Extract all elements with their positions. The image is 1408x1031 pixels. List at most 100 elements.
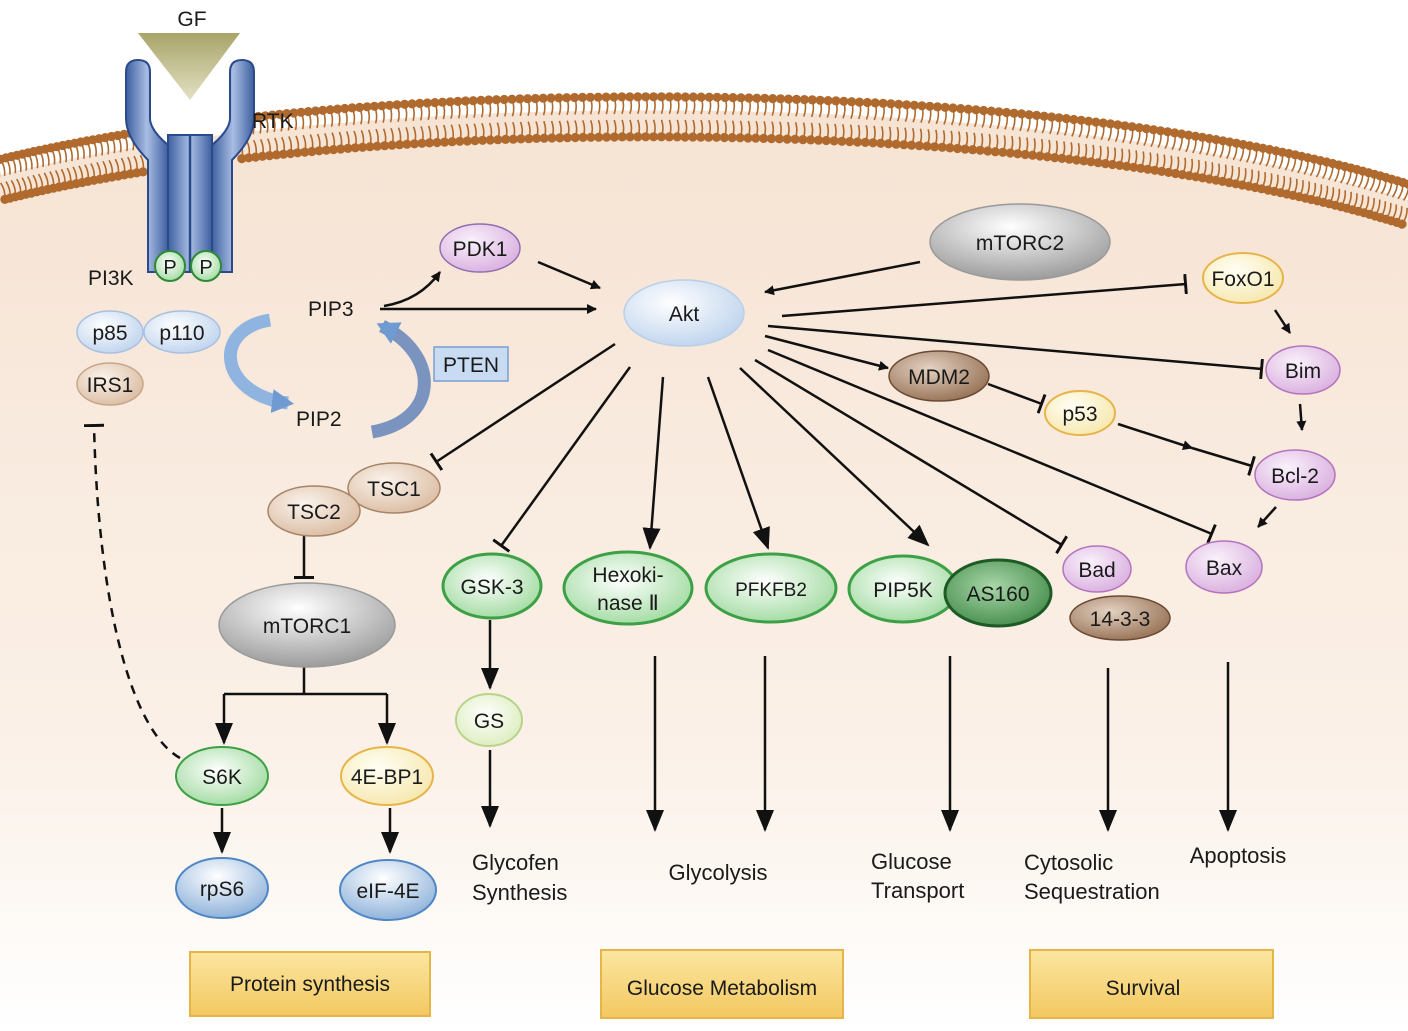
lipid-tail: [1322, 185, 1329, 203]
lipid-tail: [139, 154, 145, 173]
lipid-tail: [293, 112, 298, 131]
svg-text:Glucose Metabolism: Glucose Metabolism: [627, 977, 817, 1000]
lipid-tail: [0, 182, 6, 200]
lipid-tail: [684, 96, 688, 115]
pten-label: PTEN: [443, 354, 499, 377]
svg-text:4E-BP1: 4E-BP1: [351, 766, 423, 789]
lipid-tail: [1351, 193, 1358, 211]
lipid-tail: [21, 153, 28, 171]
lipid-tail: [996, 111, 1001, 130]
edge-akt-hexokinase: [642, 376, 665, 550]
lipid-tail: [1215, 163, 1221, 181]
svg-text:mTORC2: mTORC2: [976, 232, 1064, 255]
pip2-to-pip3-arrow: [370, 320, 431, 439]
lipid-tail: [16, 154, 22, 172]
lipid-tail: [481, 123, 485, 141]
lipid-tail: [1252, 146, 1258, 165]
lipid-tail: [1107, 123, 1112, 142]
node-bcl2: Bcl-2: [1254, 449, 1336, 501]
lipid-tail: [771, 98, 775, 116]
lipid-tail: [49, 171, 55, 189]
lipid-tail: [613, 96, 617, 115]
lipid-tail: [676, 119, 680, 138]
svg-text:14-3-3: 14-3-3: [1090, 608, 1151, 631]
lipid-tail: [351, 107, 356, 126]
svg-text:nase Ⅱ: nase Ⅱ: [597, 592, 659, 615]
lipid-tail: [1363, 172, 1370, 190]
lipid-tail: [1111, 147, 1117, 165]
lipid-tail: [1083, 143, 1088, 162]
lipid-tail: [1125, 149, 1131, 167]
node-bax: Bax: [1185, 540, 1263, 594]
lipid-tail: [373, 105, 378, 124]
edge-p53-bcl2-b: [1191, 446, 1256, 476]
lipid-tail: [1061, 141, 1066, 159]
outcome-glycolysis: Glycolysis: [668, 860, 767, 885]
lipid-tail: [80, 141, 85, 159]
lipid-tail: [987, 133, 991, 152]
lipid-tail: [86, 140, 91, 158]
node-14-3-3: 14-3-3: [1069, 595, 1171, 641]
svg-text:PIP5K: PIP5K: [873, 579, 933, 602]
lipid-tail: [964, 131, 969, 150]
lipid-tail: [1402, 184, 1408, 201]
lipid-tail: [1192, 136, 1197, 154]
lipid-tail: [381, 105, 385, 123]
edge-akt-bad: [754, 358, 1069, 555]
lipid-tail: [971, 132, 976, 151]
lipid-tail: [597, 119, 601, 138]
lipid-tail: [295, 135, 300, 153]
node-p85: p85: [76, 310, 144, 354]
lipid-tail: [104, 137, 110, 155]
lipid-tail: [1178, 133, 1183, 152]
lipid-tail: [411, 103, 415, 122]
lipid-tail: [700, 119, 704, 138]
lipid-tail: [1271, 150, 1278, 168]
edge-akt-pip5k: [739, 367, 930, 547]
lipid-tail: [565, 97, 570, 115]
lipid-head: [237, 154, 247, 164]
edge-s6k-irs1: [83, 423, 181, 760]
node-bim: Bim: [1265, 345, 1341, 395]
lipid-tail: [434, 102, 438, 120]
svg-text:P: P: [199, 257, 212, 279]
lipid-tail: [652, 96, 656, 115]
lipid-tail: [314, 110, 319, 129]
edge-pdk1-akt: [537, 260, 601, 290]
lipid-tail: [1100, 122, 1105, 141]
lipid-head: [507, 94, 517, 104]
lipid-tail: [1258, 148, 1264, 166]
svg-text:IRS1: IRS1: [87, 374, 134, 397]
lipid-tail: [427, 125, 432, 144]
lipid-tail: [512, 121, 516, 140]
lipid-tail: [573, 97, 578, 115]
lipid-tail: [1133, 150, 1138, 168]
lipid-tail: [668, 96, 672, 115]
lipid-tail: [1046, 139, 1051, 158]
lipid-tail: [1071, 119, 1076, 137]
lipid-tail: [264, 115, 269, 133]
lipid-tail: [288, 136, 293, 154]
pathway-edges: [83, 260, 1307, 854]
lipid-tail: [1235, 166, 1241, 185]
lipid-tail: [1284, 153, 1290, 171]
lipid-tail: [1241, 168, 1247, 186]
lipid-tail: [644, 119, 648, 138]
lipid-tail: [503, 99, 507, 117]
lipid-tail: [285, 113, 290, 131]
box-glucose-metabolism: Glucose Metabolism: [600, 949, 844, 1019]
lipid-tail: [652, 119, 656, 138]
lipid-tail: [473, 123, 477, 141]
lipid-tail: [574, 120, 578, 138]
svg-text:P: P: [163, 257, 176, 279]
lipid-tail: [464, 100, 469, 119]
lipid-tail: [763, 98, 767, 116]
lipid-tail: [1093, 121, 1098, 140]
lipid-tail: [21, 177, 27, 195]
lipid-tail: [817, 122, 822, 141]
lipid-tail: [1303, 157, 1309, 175]
lipid-tail: [375, 128, 380, 147]
lipid-tail: [1386, 179, 1393, 196]
growth-factor: GF: [138, 8, 240, 100]
lipid-tail: [420, 126, 424, 144]
